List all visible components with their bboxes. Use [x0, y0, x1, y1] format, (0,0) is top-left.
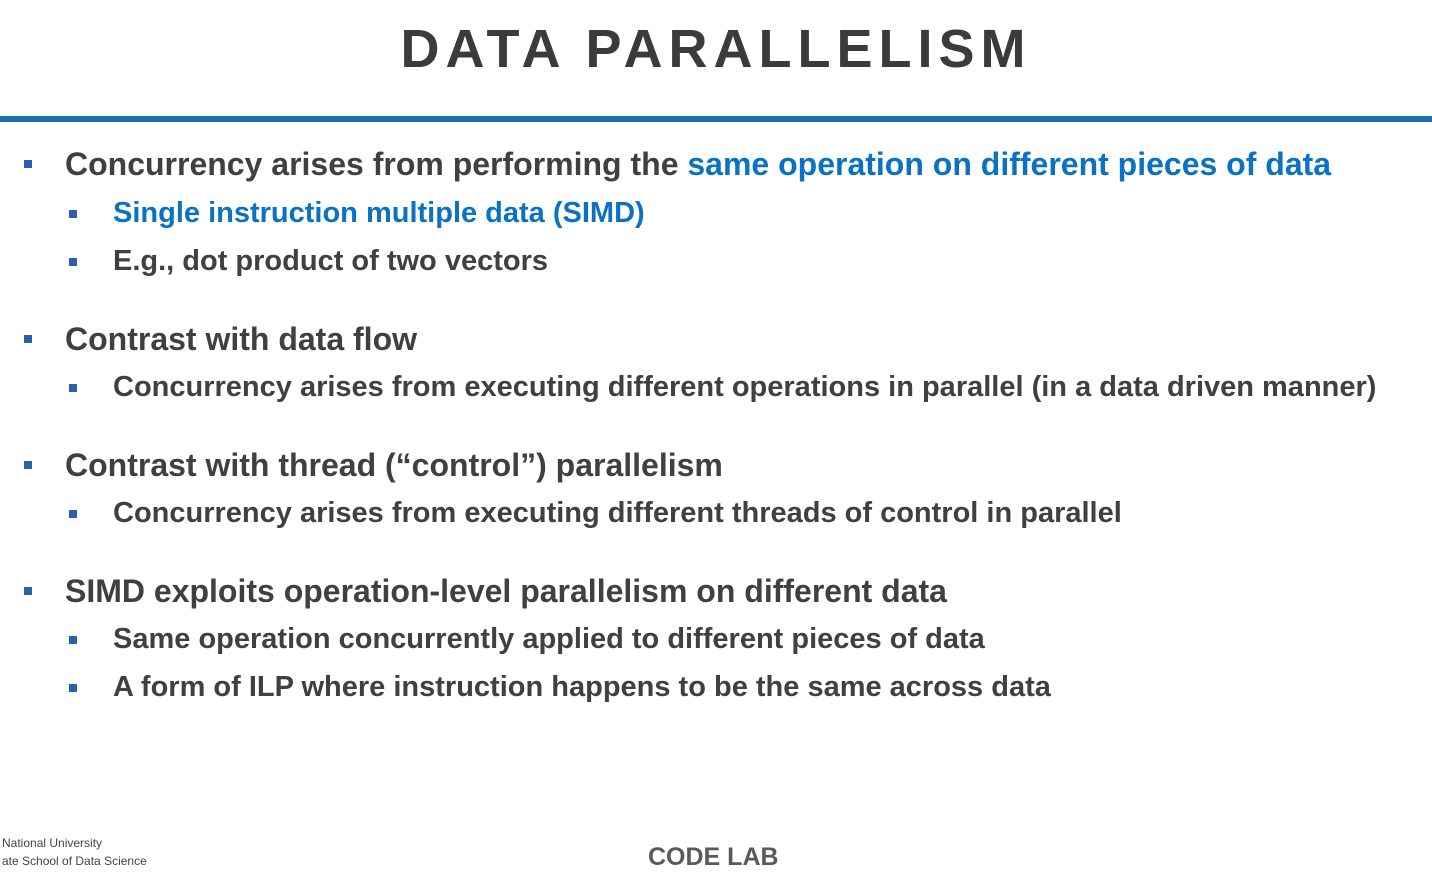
square-bullet-icon [24, 461, 32, 469]
square-bullet-icon [69, 258, 77, 266]
bullet-item: Concurrency arises from performing the s… [0, 146, 1432, 182]
sub-bullet-text: Concurrency arises from executing differ… [113, 371, 1377, 403]
sub-bullet-item: Concurrency arises from executing differ… [0, 370, 1432, 405]
bullet-text: Contrast with thread (“control”) paralle… [65, 447, 723, 483]
square-bullet-icon [24, 160, 32, 168]
bullet-text: Concurrency arises from performing the [65, 146, 688, 182]
slide-title: DATA PARALLELISM [400, 19, 1032, 79]
square-bullet-icon [69, 636, 77, 644]
square-bullet-icon [69, 684, 77, 692]
square-bullet-icon [69, 384, 77, 392]
square-bullet-icon [24, 335, 32, 343]
sub-bullet-item: E.g., dot product of two vectors [0, 244, 1432, 279]
sub-bullet-text: Single instruction multiple data (SIMD) [113, 197, 645, 229]
sub-bullet-item: A form of ILP where instruction happens … [0, 670, 1432, 705]
footer-logo-line2: ate School of Data Science [2, 854, 147, 868]
square-bullet-icon [69, 210, 77, 218]
bullet-text: SIMD exploits operation-level parallelis… [65, 573, 947, 609]
sub-bullet-text: A form of ILP where instruction happens … [113, 671, 1051, 703]
square-bullet-icon [24, 587, 32, 595]
bullet-list: Concurrency arises from performing the s… [0, 146, 1432, 705]
title-divider [0, 116, 1432, 122]
bullet-highlight: same operation on different pieces of da… [687, 146, 1332, 182]
sub-bullet-text: E.g., dot product of two vectors [113, 245, 548, 277]
footer-institution-logo: National University ate School of Data S… [2, 834, 147, 870]
sub-bullet-item: Same operation concurrently applied to d… [0, 622, 1432, 657]
footer-logo-line1: National University [2, 836, 103, 850]
footer-code-lab-label: CODE LAB [648, 843, 779, 871]
sub-bullet-text: Same operation concurrently applied to d… [113, 623, 985, 655]
sub-bullet-text: Concurrency arises from executing differ… [113, 497, 1122, 529]
sub-bullet-item: Single instruction multiple data (SIMD) [0, 196, 1432, 231]
bullet-item: Contrast with data flow [0, 321, 1432, 357]
bullet-item: SIMD exploits operation-level parallelis… [0, 573, 1432, 609]
sub-bullet-item: Concurrency arises from executing differ… [0, 496, 1432, 531]
bullet-item: Contrast with thread (“control”) paralle… [0, 447, 1432, 483]
bullet-text: Contrast with data flow [65, 321, 417, 357]
square-bullet-icon [69, 510, 77, 518]
